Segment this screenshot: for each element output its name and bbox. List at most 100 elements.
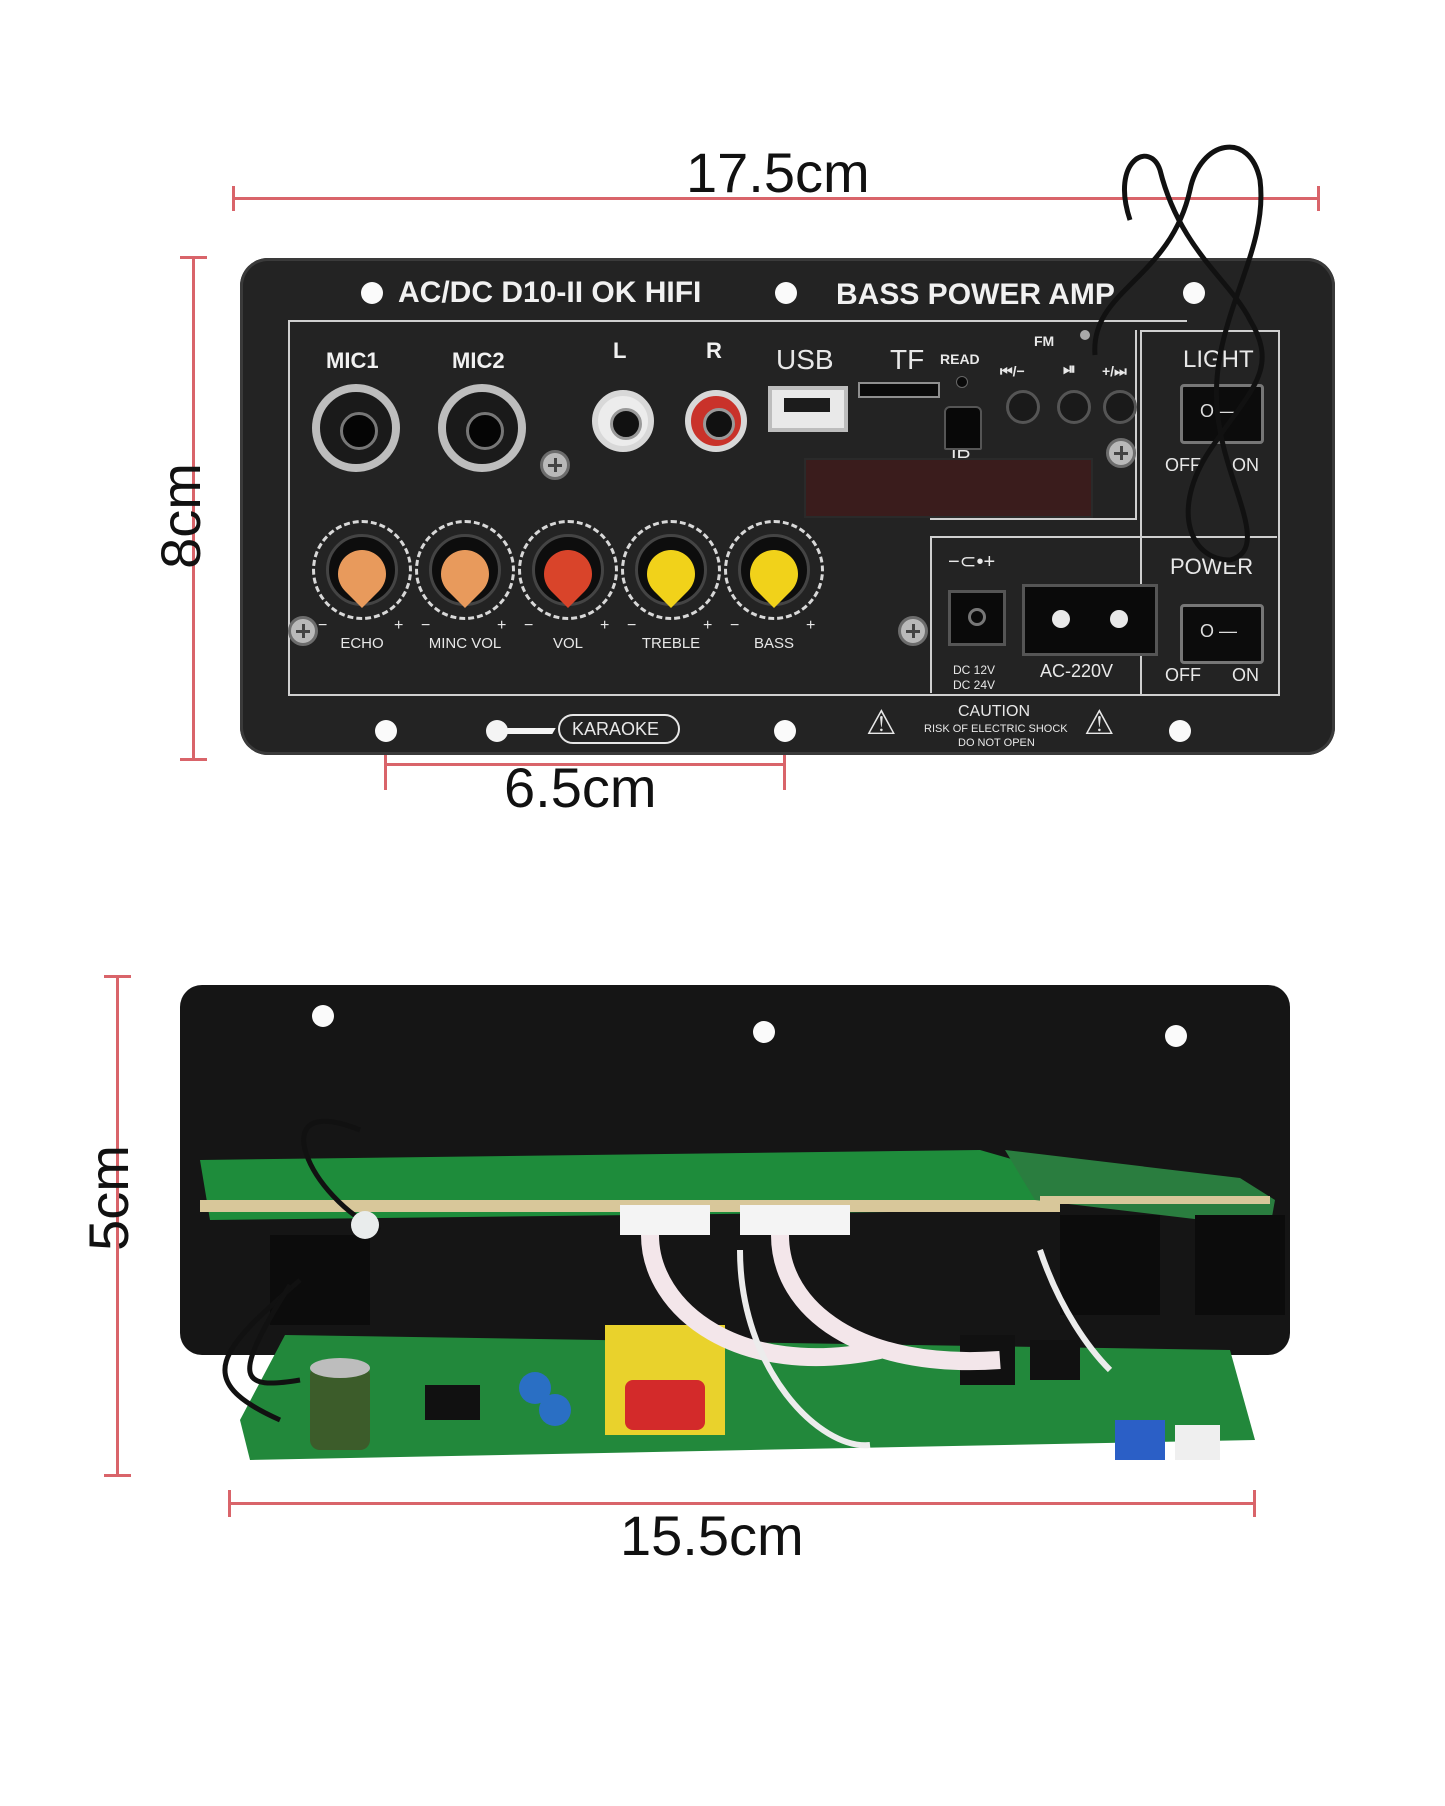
knob-minus-label: − — [627, 617, 637, 634]
hole-spacing-dimension-line — [384, 763, 786, 766]
power-off-label: OFF — [1165, 665, 1201, 685]
dc-spec-24v: DC 24V — [953, 678, 996, 692]
warning-triangle-icon: ⚠ — [1084, 704, 1115, 742]
caution-title: CAUTION — [958, 703, 1030, 720]
bottom-height-dimension-line — [116, 975, 119, 1477]
bottom-width-tick-left — [228, 1490, 231, 1517]
knob-label: MINC VOL — [428, 635, 502, 652]
knob-label: ECHO — [340, 635, 384, 652]
next-volume-up-button[interactable] — [1103, 390, 1137, 424]
mount-hole — [774, 720, 796, 742]
bottom-width-dimension-line — [228, 1502, 1256, 1505]
mount-hole — [1183, 282, 1205, 304]
knob-plus-label: + — [497, 617, 507, 634]
knob-minus-label: − — [730, 617, 740, 634]
ac-socket-pin — [1052, 610, 1070, 628]
ac-power-socket[interactable] — [1022, 584, 1158, 656]
screw — [898, 616, 928, 646]
screw — [288, 616, 318, 646]
mic2-jack[interactable] — [438, 384, 526, 472]
hole-spacing-tick-left — [384, 740, 387, 790]
hole-spacing-tick-right — [783, 740, 786, 790]
pcb-assembly — [200, 1118, 1285, 1460]
mount-hole — [775, 282, 797, 304]
usb-port-tongue — [784, 398, 830, 412]
panel-title-right: BASS POWER AMP — [836, 278, 1115, 311]
microphone-icon — [486, 720, 508, 742]
power-rocker-switch[interactable] — [1180, 604, 1264, 664]
caution-line1: RISK OF ELECTRIC SHOCK — [924, 723, 1068, 735]
ir-receiver — [944, 406, 982, 450]
top-width-tick-right — [1317, 186, 1320, 211]
next-button-label: +/⏭ — [1102, 363, 1127, 379]
bottom-height-tick-bottom — [104, 1474, 131, 1477]
panel-frame — [288, 320, 1187, 696]
knob-minus-label: − — [318, 617, 328, 634]
light-on-label: ON — [1232, 455, 1259, 475]
top-height-label: 8cm — [148, 463, 212, 569]
prev-volume-down-button[interactable] — [1006, 390, 1040, 424]
mount-hole — [1169, 720, 1191, 742]
tf-card-slot[interactable] — [858, 382, 940, 398]
rca-right-jack[interactable] — [685, 390, 747, 452]
knob-plus-label: + — [806, 617, 816, 634]
power-rocker-mark: O — — [1200, 621, 1238, 641]
karaoke-badge — [558, 714, 680, 744]
amplifier-front-panel: AC/DC D10-II OK HIFI BASS POWER AMP MIC1… — [240, 258, 1335, 755]
knob-dial-ring — [724, 520, 824, 620]
fm-label: FM — [1034, 333, 1055, 349]
knob-dial-ring — [312, 520, 412, 620]
knob-plus-label: + — [600, 617, 610, 634]
bottom-width-label: 15.5cm — [620, 1504, 804, 1567]
warning-triangle-icon: ⚠ — [866, 704, 897, 742]
mic1-label: MIC1 — [326, 348, 379, 373]
mic1-jack[interactable] — [312, 384, 400, 472]
ac-socket-pin — [1110, 610, 1128, 628]
ac-spec-label: AC-220V — [1040, 661, 1114, 681]
microphone-icon-handle — [504, 728, 556, 734]
top-width-label: 17.5cm — [686, 141, 870, 204]
panel-title-left: AC/DC D10-II OK HIFI — [398, 276, 702, 309]
panel-frame-right — [1140, 330, 1280, 696]
knob-dial-ring — [415, 520, 515, 620]
top-height-tick-bottom — [180, 758, 207, 761]
bottom-height-tick-top — [104, 975, 131, 978]
mount-hole — [753, 1021, 775, 1043]
led-display — [804, 458, 1093, 518]
mount-hole — [312, 1005, 334, 1027]
play-button-label: ⏯ — [1063, 361, 1076, 378]
top-height-tick-top — [180, 256, 207, 259]
usb-label: USB — [776, 344, 834, 375]
mount-hole — [1165, 1025, 1187, 1047]
knob-label: VOL — [552, 635, 584, 652]
top-height-dimension-line — [192, 256, 195, 761]
read-label: READ — [940, 351, 980, 367]
dc-polarity-label: −⊂•+ — [948, 551, 996, 573]
knob-plus-label: + — [394, 617, 404, 634]
knob-minus-label: − — [421, 617, 431, 634]
knob-dial-ring — [621, 520, 721, 620]
knob-plus-label: + — [703, 617, 713, 634]
play-pause-button[interactable] — [1057, 390, 1091, 424]
mic2-label: MIC2 — [452, 348, 505, 373]
knob-label: TREBLE — [641, 635, 701, 652]
rca-right-label: R — [706, 338, 722, 363]
knob-minus-label: − — [524, 617, 534, 634]
dc-spec-12v: DC 12V — [953, 663, 996, 677]
screw — [540, 450, 570, 480]
top-width-tick-left — [232, 186, 235, 211]
display-section-frame — [930, 330, 1137, 520]
antenna-wire-connector — [1080, 330, 1090, 340]
prev-button-label: ⏮/− — [1000, 363, 1025, 379]
power-on-label: ON — [1232, 665, 1259, 685]
mount-hole — [375, 720, 397, 742]
caution-line2: DO NOT OPEN — [958, 737, 1035, 749]
bottom-width-tick-right — [1253, 1490, 1256, 1517]
dc-power-jack-pin — [968, 608, 986, 626]
mount-hole — [361, 282, 383, 304]
tf-label: TF — [890, 344, 925, 375]
rca-left-jack[interactable] — [592, 390, 654, 452]
knob-label: BASS — [753, 635, 795, 652]
bottom-height-label: 5cm — [76, 1145, 140, 1251]
knob-dial-ring — [518, 520, 618, 620]
